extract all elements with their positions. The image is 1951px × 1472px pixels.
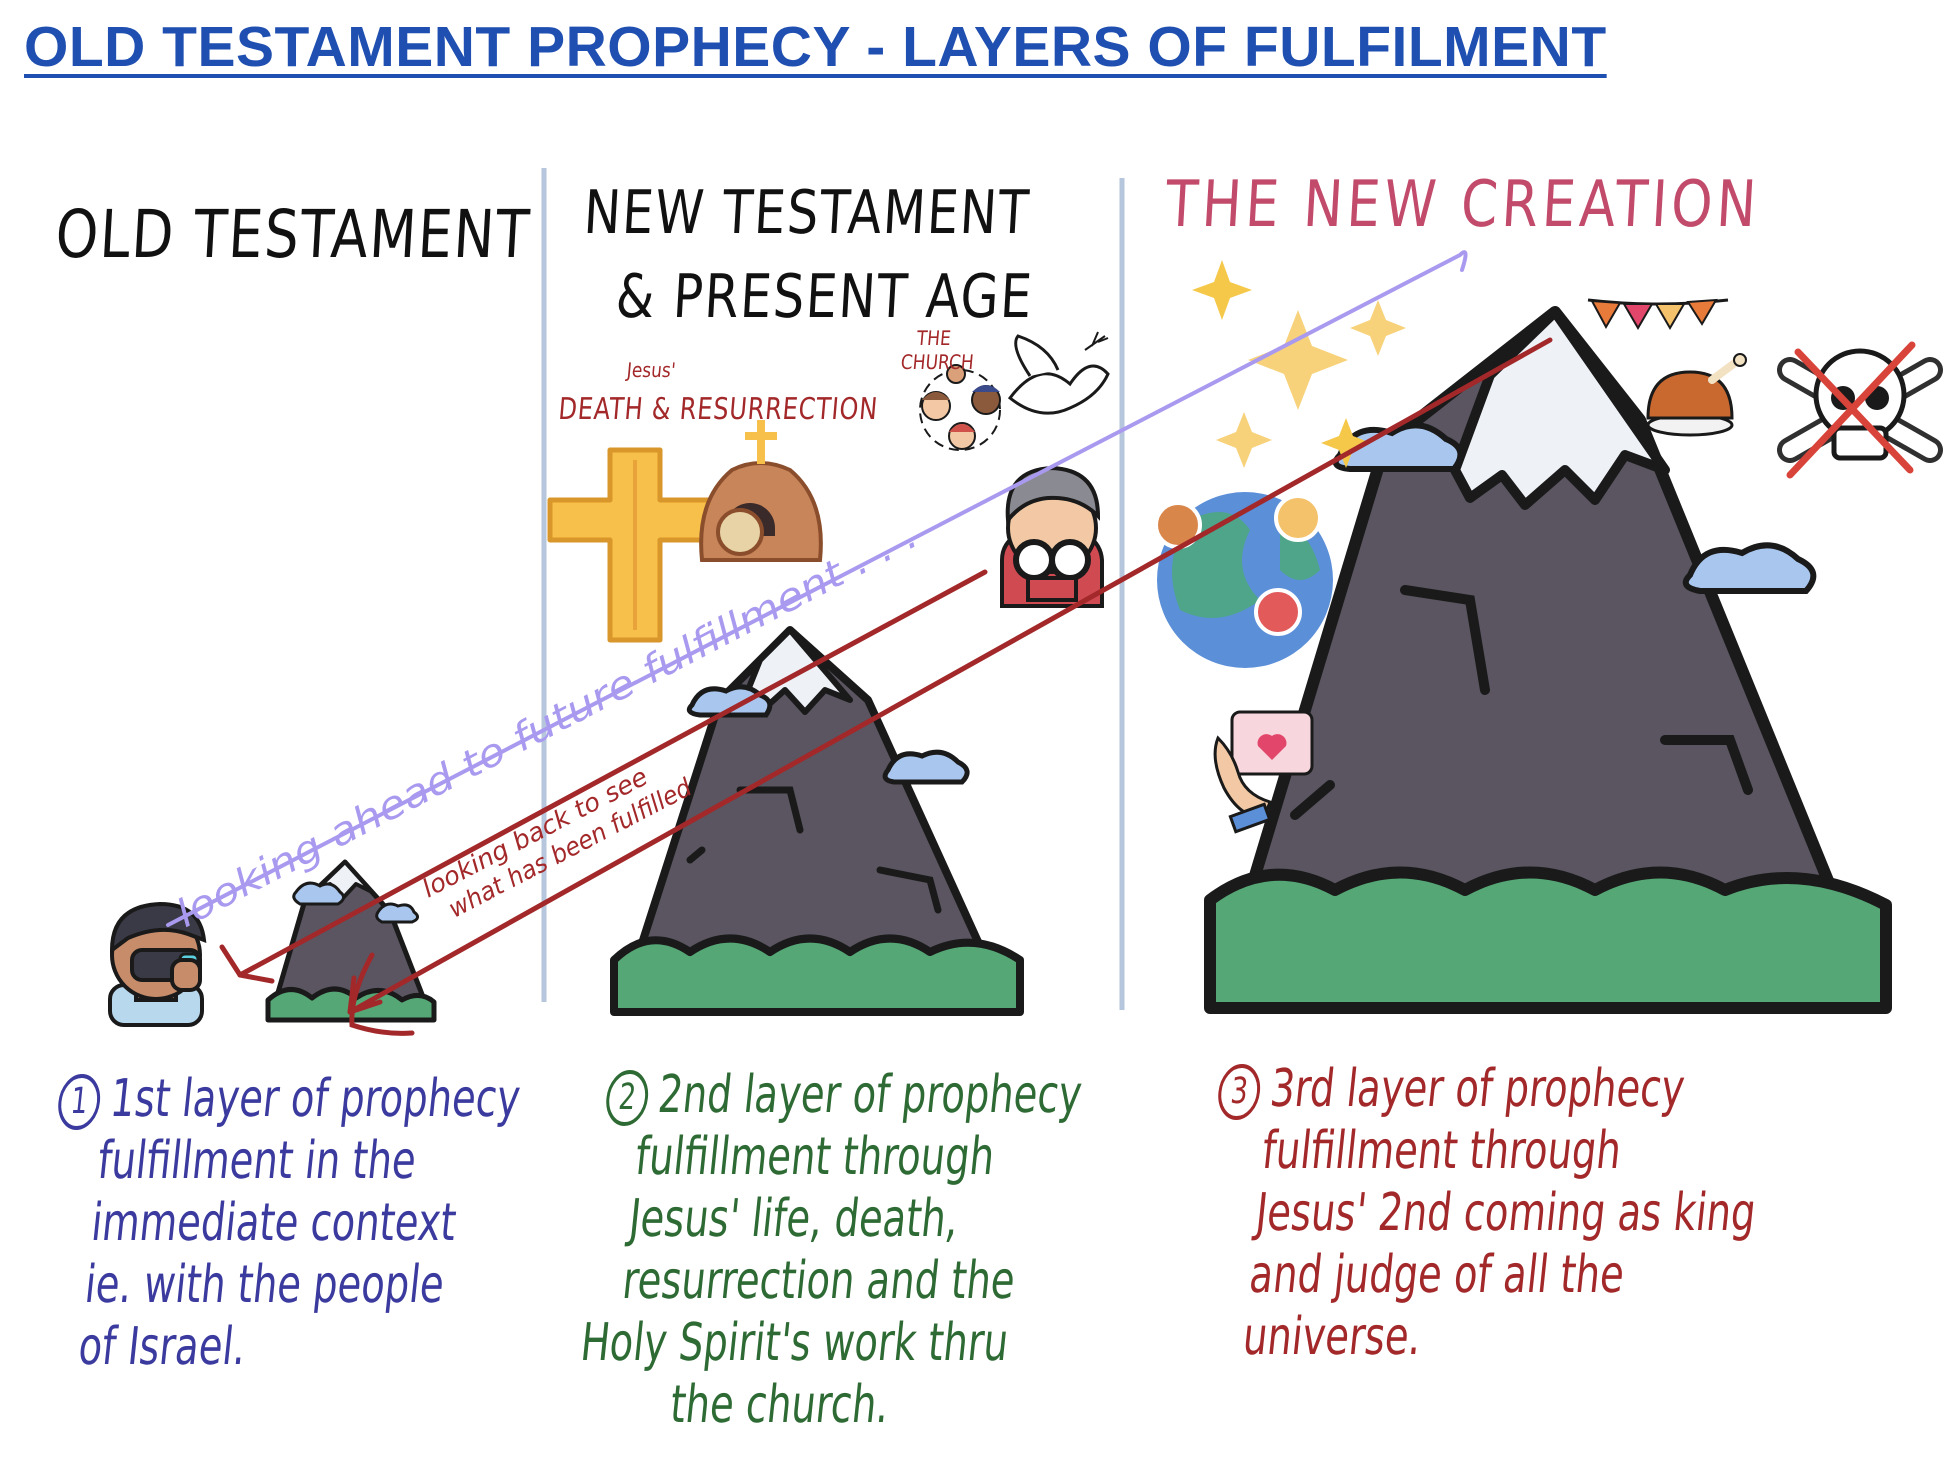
description-1-line-4: ie. with the people [82, 1255, 447, 1315]
dove-icon [1007, 331, 1110, 415]
label-church: CHURCH [899, 350, 975, 374]
label-jesus: Jesus' [625, 358, 677, 382]
label-death-resurrection: DEATH & RESURRECTION [557, 392, 880, 427]
description-2-line-3: Jesus' life, death, [626, 1189, 962, 1249]
number-badge-2: 2 [603, 1070, 651, 1126]
description-2-line-6: the church. [667, 1375, 892, 1435]
description-1-line-2: fulfillment in the [95, 1131, 419, 1191]
description-3-line-3: Jesus' 2nd coming as king [1253, 1183, 1759, 1243]
description-3-line-4: and judge of all the [1246, 1245, 1627, 1305]
page-title: OLD TESTAMENT PROPHECY - LAYERS OF FULFI… [24, 15, 1607, 79]
heading-old-testament: OLD TESTAMENT [53, 196, 533, 273]
cross-icon [547, 447, 723, 643]
feast-roast-icon [1646, 353, 1747, 437]
looking-ahead-arrow [166, 250, 1468, 927]
looking-back-arrows [219, 337, 1553, 1036]
description-3-line-2: fulfillment through [1259, 1121, 1625, 1181]
description-1-line-3: immediate context [88, 1193, 459, 1253]
heading-new-testament: NEW TESTAMENT [581, 178, 1033, 248]
large-mountain-icon [1204, 306, 1892, 1014]
bunting-flags-icon [1587, 298, 1729, 330]
globe-icon [1154, 492, 1333, 668]
hand-heart-card-icon [1213, 710, 1314, 834]
number-badge-1: 1 [55, 1074, 103, 1130]
person-with-binoculars-icon [1000, 465, 1104, 608]
medium-mountain-icon [610, 626, 1024, 1016]
heading-new-creation: THE NEW CREATION [1163, 168, 1763, 242]
small-mountain-icon [265, 859, 437, 1023]
description-2-line-5: Holy Spirit's work thru [577, 1313, 1012, 1373]
heading-present-age: & PRESENT AGE [613, 262, 1036, 332]
empty-tomb-icon [699, 420, 823, 562]
label-the: THE [915, 326, 952, 350]
description-2-line-4: resurrection and the [619, 1251, 1018, 1311]
skull-crossbones-crossed-icon [1777, 341, 1943, 479]
people-group-icon [919, 364, 1001, 451]
description-3-line-5: universe. [1240, 1307, 1425, 1367]
description-2-line-2: fulfillment through [632, 1127, 998, 1187]
vr-headset-person-icon [108, 901, 207, 1027]
sparkle-icon [1192, 260, 1406, 468]
number-badge-3: 3 [1215, 1064, 1263, 1120]
description-1-line-5: of Israel. [75, 1317, 249, 1377]
